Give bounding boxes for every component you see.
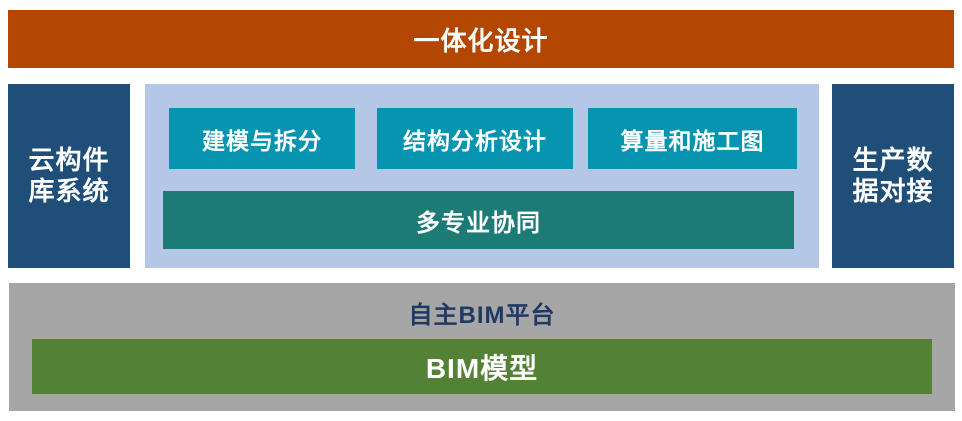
bim-platform-title: 自主BIM平台 <box>408 302 556 329</box>
module-quantity-construction-drawings: 算量和施工图 <box>588 108 797 169</box>
production-data-label: 生产数 据对接 <box>852 145 933 207</box>
multi-discipline-collaboration-bar: 多专业协同 <box>163 191 794 249</box>
bim-platform-base: 自主BIM平台 BIM模型 <box>9 283 955 411</box>
production-data-line1: 生产数 <box>852 144 934 175</box>
design-modules-container: 建模与拆分 结构分析设计 算量和施工图 多专业协同 <box>145 84 819 268</box>
cloud-component-library-line2: 库系统 <box>28 176 110 206</box>
production-data-line2: 据对接 <box>852 176 934 206</box>
cloud-component-library-panel: 云构件 库系统 <box>8 84 130 268</box>
integrated-design-banner: 一体化设计 <box>8 10 954 68</box>
module-structural-analysis-design: 结构分析设计 <box>377 108 573 169</box>
module-modeling-splitting-label: 建模与拆分 <box>202 127 322 154</box>
module-quantity-construction-drawings-label: 算量和施工图 <box>620 127 765 154</box>
module-structural-analysis-design-label: 结构分析设计 <box>403 127 547 154</box>
bim-model-bar: BIM模型 <box>32 339 932 394</box>
cloud-component-library-line1: 云构件 <box>28 144 110 175</box>
integrated-design-label: 一体化设计 <box>413 25 549 56</box>
module-modeling-splitting: 建模与拆分 <box>169 108 355 169</box>
cloud-component-library-label: 云构件 库系统 <box>28 145 109 207</box>
production-data-panel: 生产数 据对接 <box>832 84 954 268</box>
multi-discipline-collaboration-label: 多专业协同 <box>416 209 541 237</box>
bim-model-label: BIM模型 <box>425 352 539 384</box>
